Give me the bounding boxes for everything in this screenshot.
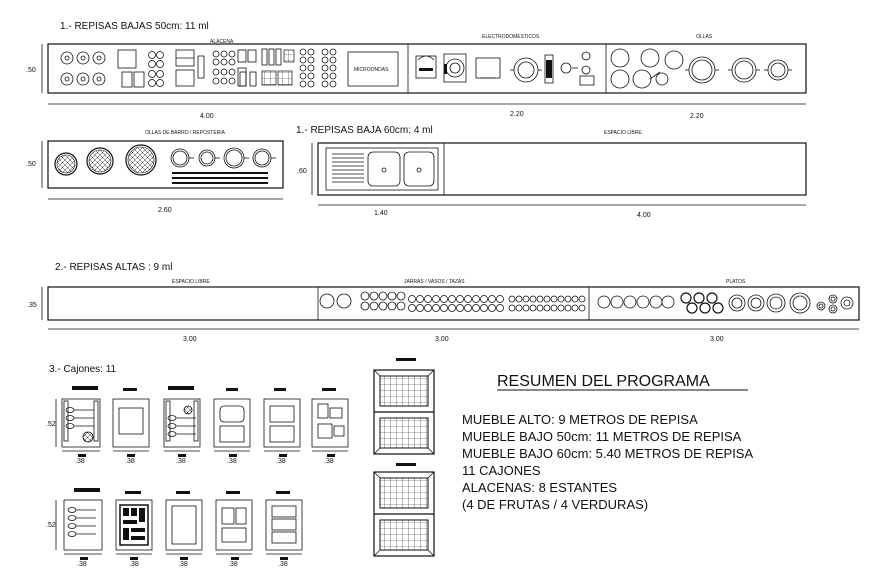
section-cajones: 3.- Cajones: 11 .52 .38 [46,364,349,568]
drawer-width-dim: .38 [129,561,139,568]
drawer-utensils: .38 [61,386,101,465]
section1-title: 1.- REPISAS BAJAS 50cm: 11 ml [60,21,209,32]
electrodomesticos-items [415,51,595,86]
summary-title: RESUMEN DEL PROGRAMA [497,373,710,390]
drawer-organizer: .38 [115,491,153,568]
summary-line: MUEBLE BAJO 50cm: 11 METROS DE REPISA [462,429,742,444]
drawer-row-1: .52 .38 .38 [46,386,349,465]
drawer-width-dim: .38 [276,458,286,465]
appliance-blocks [175,49,205,87]
label-platos: PLATOS [726,279,746,285]
cabinet-ollas-barro-outline [47,140,284,189]
summary-line: ALACENAS: 8 ESTANTES [462,480,617,495]
drawer-utensils-2: .38 [63,488,103,568]
summary-block: RESUMEN DEL PROGRAMA MUEBLE ALTO: 9 METR… [462,373,753,512]
summary-line: (4 DE FRUTAS / 4 VERDURAS) [462,497,648,512]
clay-pots [54,144,276,176]
section-repisas-bajas-50: 1.- REPISAS BAJAS 50cm: 11 ml .50 ALACEN… [26,21,807,120]
drawer-single-bin: .38 [165,491,203,568]
drawer-divided: .38 [215,491,253,568]
summary-line: 11 CAJONES [462,463,541,478]
sink [325,147,439,191]
dim-label: 4.00 [637,212,651,219]
label-jarras: JARRAS / VASOS / TAZAS [404,279,465,285]
pot-circles [60,51,106,86]
height-dim-label: .60 [297,168,307,175]
drawer-width-dim: .38 [178,561,188,568]
baking-trays [172,172,268,184]
drawer-width-dim: .38 [75,458,85,465]
drawer-row-2: .52 .38 [46,488,303,568]
summary-line: MUEBLE ALTO: 9 METROS DE REPISA [462,412,698,427]
drawer-two-bins: .38 [263,388,301,465]
spice-grid [212,49,257,87]
container-boxes [117,49,145,88]
drawer-width-dim: .38 [228,561,238,568]
height-dim-label: .50 [26,161,36,168]
section3-title: 3.- Cajones: 11 [49,364,117,375]
section1c-title: 1.- REPISAS BAJA 60cm: 4 ml [296,125,433,136]
cabinet-60-outline [317,142,807,196]
dim-label: 2.60 [158,207,172,214]
label-espacio-libre: ESPACIO LIBRE [604,130,642,136]
jar-dots [148,51,164,87]
drawer-height-dim: .52 [46,522,56,529]
microondas-appliance: MICROONDAS [347,51,399,87]
dim-label: 2.20 [510,111,524,118]
section2-title: 2.- REPISAS ALTAS : 9 ml [55,262,172,273]
can-columns [299,48,337,88]
drawer-width-dim: .38 [278,561,288,568]
drawer-width-dim: .38 [176,458,186,465]
cabinet-50-outline [47,43,807,94]
dim-label: 3.00 [435,336,449,343]
dim-label: 2.20 [690,113,704,120]
section-repisas-altas: 2.- REPISAS ALTAS : 9 ml .35 ESPACIO LIB… [27,262,860,343]
dim-label: 1.40 [374,210,388,217]
drawer-pot: .38 [213,388,251,465]
jarras-vasos-tazas [319,291,586,312]
height-dim-label: .35 [27,302,37,309]
platos [597,292,854,314]
label-ollas: OLLAS [696,34,713,40]
label-electrodomesticos: ELECTRODOMESTICOS [482,34,540,40]
section-ollas-de-barro: OLLAS DE BARRO / REPOSTERIA .50 2.60 [26,130,284,214]
rack-upper [373,358,435,455]
summary-line: MUEBLE BAJO 60cm: 5.40 METROS DE REPISA [462,446,753,461]
drawer-width-dim: .38 [324,458,334,465]
section-repisas-baja-60: 1.- REPISAS BAJA 60cm: 4 ml .60 ESPACIO … [296,125,807,219]
alacena-racks [373,358,435,557]
rack-lower [373,463,435,557]
label-microondas: MICROONDAS [354,67,389,73]
drawer-width-dim: .38 [227,458,237,465]
dim-label: 3.00 [183,336,197,343]
ollas-items [610,48,792,89]
drawer-width-dim: .38 [77,561,87,568]
drawer-three-bins: .38 [265,491,303,568]
label-alacena: ALACENA [210,39,234,45]
drawer-cutlery: .38 [163,386,201,465]
label-espacio-libre: ESPACIO LIBRE [172,279,210,285]
label-ollas-barro: OLLAS DE BARRO / REPOSTERIA [145,130,226,136]
drawer-mixed: .38 [311,388,349,465]
dim-label: 4.00 [200,113,214,120]
bottle-rows [239,48,295,87]
height-dim-label: .50 [26,67,36,74]
drawer-width-dim: .38 [125,458,135,465]
dim-label: 3.00 [710,336,724,343]
drawer-height-dim: .52 [46,421,56,428]
cabinet-altas-outline [47,286,860,321]
drawer-plain: .38 [112,388,150,465]
